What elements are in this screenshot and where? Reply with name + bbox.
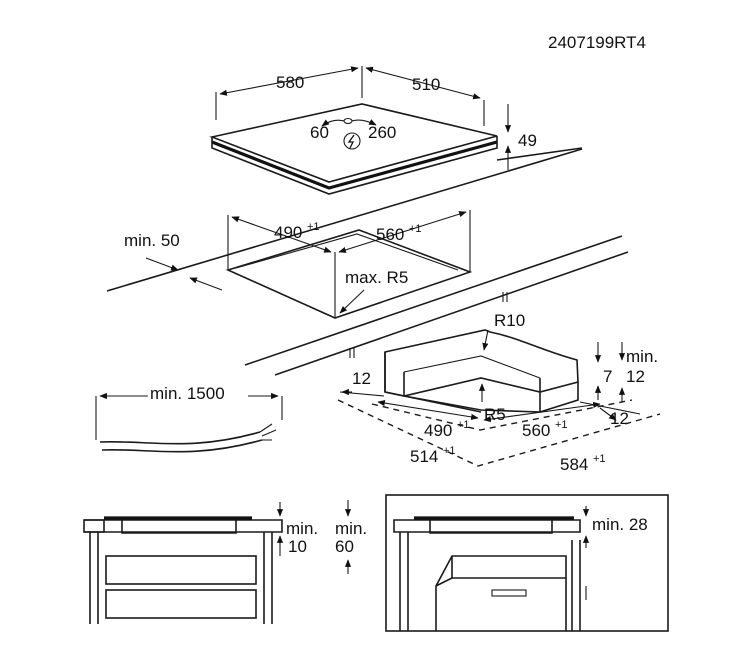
frame-inner-radius-label: R5 xyxy=(484,405,506,424)
frame-min-label: min. xyxy=(626,347,658,366)
frame-corner-view: R10 R5 12 7 min. 12 12 490 +1 560 +1 514… xyxy=(337,311,661,474)
frame-width-label: 490 xyxy=(424,421,452,440)
frame-outer-length-label: 584 xyxy=(560,455,588,474)
hob-width-label: 580 xyxy=(276,73,304,92)
electric-power-icon xyxy=(343,132,361,150)
cutout-view: 490 +1 560 +1 min. 50 max. R5 xyxy=(106,148,629,376)
hob-top-view: 580 510 49 60 260 xyxy=(209,66,583,195)
frame-length-label: 560 xyxy=(522,421,550,440)
section-left-min-label-b: min. xyxy=(335,519,367,538)
frame-outer-length-tolerance: +1 xyxy=(593,453,606,465)
section-left-value-b: 60 xyxy=(335,537,354,556)
frame-min-value: 12 xyxy=(626,367,645,386)
frame-corner-radius-label: R10 xyxy=(494,311,525,330)
section-right-view: min. 28 xyxy=(385,494,669,632)
frame-outer-width-label: 514 xyxy=(410,447,438,466)
cutout-width-label: 490 xyxy=(274,223,302,242)
frame-width-tolerance: +1 xyxy=(457,419,470,431)
cable-left-label: 60 xyxy=(310,123,329,142)
section-right-clearance-label: min. 28 xyxy=(592,515,648,534)
cable-view: min. 1500 xyxy=(95,382,283,453)
hob-depth-label: 510 xyxy=(412,75,440,94)
document-code: 2407199RT4 xyxy=(548,33,646,52)
cutout-depth-label: 560 xyxy=(376,225,404,244)
hob-height-label: 49 xyxy=(518,131,537,150)
cable-right-label: 260 xyxy=(368,123,396,142)
cable-min-length-label: min. 1500 xyxy=(150,384,225,403)
section-left-value-a: 10 xyxy=(288,537,307,556)
frame-outer-width-tolerance: +1 xyxy=(443,445,456,457)
cutout-width-tolerance: +1 xyxy=(307,221,320,233)
cutout-radius-label: max. R5 xyxy=(345,268,408,287)
section-left-min-label-a: min. xyxy=(286,519,318,538)
section-left-view: min. 10 min. 60 xyxy=(83,500,367,624)
frame-length-tolerance: +1 xyxy=(555,419,568,431)
frame-depth-label: 7 xyxy=(603,367,612,386)
cutout-min-edge-label: min. 50 xyxy=(124,231,180,250)
frame-left-margin-label: 12 xyxy=(352,369,371,388)
cutout-depth-tolerance: +1 xyxy=(409,223,422,235)
